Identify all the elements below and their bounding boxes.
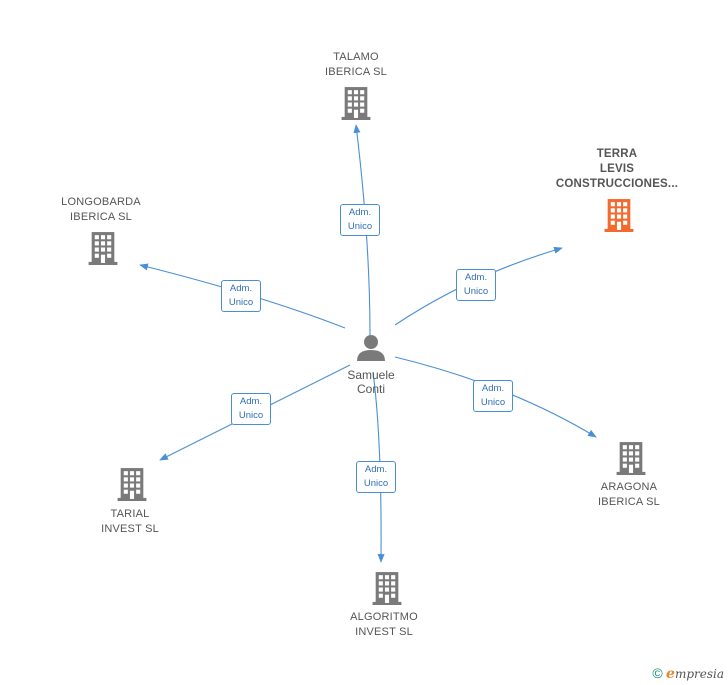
relation-line1: Adm. xyxy=(239,396,263,407)
relation-line1: Adm. xyxy=(229,283,253,294)
person-icon xyxy=(357,335,385,361)
building-icon-aragona xyxy=(616,442,646,475)
brand-name: mpresia xyxy=(674,667,724,681)
company-name-line: ARAGONA xyxy=(600,481,658,493)
relation-line1: Adm. xyxy=(364,464,388,475)
brand-e-logo: e xyxy=(666,666,675,682)
relation-line2: Unico xyxy=(480,397,506,408)
relation-line1: Adm. xyxy=(348,207,372,218)
company-name-line: INVEST SL xyxy=(355,626,413,638)
relation-badge-longobarda[interactable]: Adm. Unico xyxy=(221,280,261,312)
relation-line2: Unico xyxy=(347,221,373,232)
relation-line1: Adm. xyxy=(464,272,488,283)
relation-line2: Unico xyxy=(238,410,264,421)
company-name-line: IBERICA SL xyxy=(598,496,660,508)
building-icon-terra xyxy=(604,199,634,232)
relation-line2: Unico xyxy=(228,297,254,308)
relation-line2: Unico xyxy=(463,286,489,297)
company-label-aragona[interactable]: ARAGONA IBERICA SL xyxy=(569,480,689,510)
company-name-line: ALGORITMO xyxy=(350,611,418,623)
company-name-line: CONSTRUCCIONES... xyxy=(555,178,679,190)
building-icon-longobarda xyxy=(88,232,118,265)
company-label-algoritmo[interactable]: ALGORITMO INVEST SL xyxy=(324,610,444,640)
company-name-line: TERRA xyxy=(596,148,638,160)
building-icon-tarial xyxy=(117,468,147,501)
relation-badge-algoritmo[interactable]: Adm. Unico xyxy=(356,461,396,493)
company-name-line: IBERICA SL xyxy=(325,66,387,78)
company-name-line: TARIAL xyxy=(110,508,150,520)
company-name-line: INVEST SL xyxy=(101,523,159,535)
relation-badge-talamo[interactable]: Adm. Unico xyxy=(340,204,380,236)
relation-badge-terra[interactable]: Adm. Unico xyxy=(456,269,496,301)
edge-algoritmo xyxy=(372,371,385,563)
relation-line1: Adm. xyxy=(481,383,505,394)
company-label-terra[interactable]: TERRA LEVIS CONSTRUCCIONES... xyxy=(544,147,690,192)
person-name-line1: Samuele xyxy=(347,368,395,382)
company-label-talamo[interactable]: TALAMO IBERICA SL xyxy=(296,50,416,80)
building-icon-algoritmo xyxy=(372,572,402,605)
company-name-line: IBERICA SL xyxy=(70,211,132,223)
person-name-line2: Conti xyxy=(356,382,385,396)
relation-badge-aragona[interactable]: Adm. Unico xyxy=(473,380,513,412)
footer-brand[interactable]: © empresia xyxy=(652,665,724,682)
company-label-longobarda[interactable]: LONGOBARDA IBERICA SL xyxy=(41,195,161,225)
company-label-tarial[interactable]: TARIAL INVEST SL xyxy=(70,507,190,537)
relation-badge-tarial[interactable]: Adm. Unico xyxy=(231,393,271,425)
company-name-line: LEVIS xyxy=(599,163,635,175)
person-name[interactable]: Samuele Conti xyxy=(331,368,411,396)
company-name-line: LONGOBARDA xyxy=(61,196,141,208)
copyright-symbol: © xyxy=(652,665,663,681)
building-icon-talamo xyxy=(341,87,371,120)
relation-line2: Unico xyxy=(363,478,389,489)
company-name-line: TALAMO xyxy=(333,51,379,63)
